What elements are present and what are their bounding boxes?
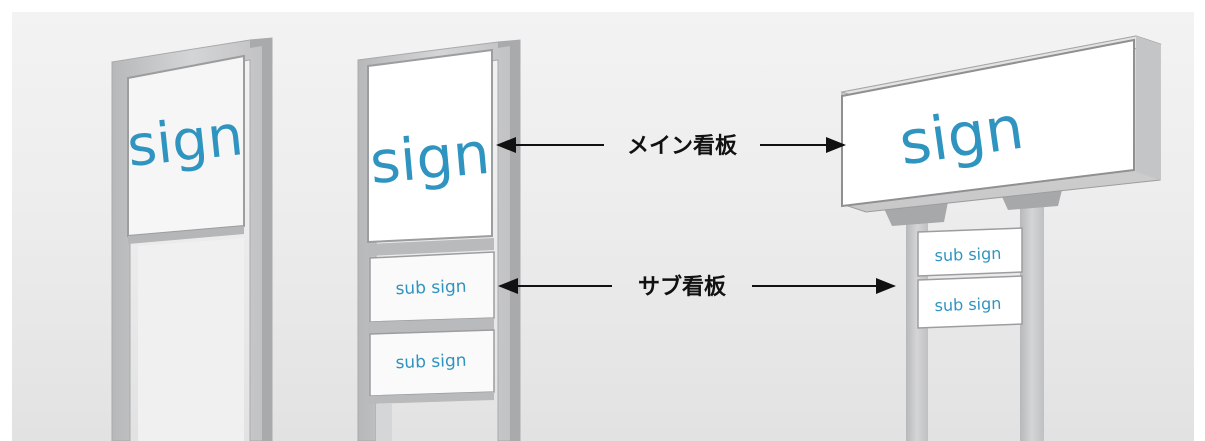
left-frame-bar — [128, 226, 244, 244]
middle-main-panel — [367, 48, 493, 244]
right-pole-sign: sign sub sign sub sign — [840, 35, 1162, 441]
middle-sub-sign-text-2: sub sign — [395, 351, 467, 373]
main-sign-annotation: メイン看板 — [496, 134, 846, 159]
left-lower-opening — [138, 238, 244, 441]
right-sub-panel-1 — [917, 227, 1023, 277]
middle-separator-3 — [368, 392, 494, 404]
right-sub-panel-2 — [917, 275, 1023, 329]
right-sub-sign-text-2: sub sign — [934, 294, 1001, 315]
middle-main-sign-text: sign — [367, 119, 492, 197]
middle-sub-sign-text-1: sub sign — [395, 277, 467, 299]
left-frame-side — [250, 38, 272, 441]
sub-sign-annotation: サブ看板 — [498, 274, 896, 300]
right-pole-right — [1020, 194, 1044, 441]
right-sub-sign-text-1: sub sign — [934, 244, 1001, 265]
middle-separator-2 — [368, 318, 494, 334]
middle-leg-left — [376, 404, 392, 441]
left-main-sign-text: sign — [124, 103, 246, 180]
main-sign-label: メイン看板 — [627, 134, 738, 159]
right-lightbox-face — [841, 38, 1135, 208]
sub-sign-label: サブ看板 — [638, 274, 727, 300]
right-main-sign-text: sign — [895, 93, 1028, 180]
right-lightbox-side — [1136, 36, 1160, 180]
middle-separator-1 — [368, 238, 494, 256]
left-pylon-sign: sign — [111, 37, 273, 441]
middle-pylon-sign: sign sub sign sub sign — [357, 39, 521, 441]
